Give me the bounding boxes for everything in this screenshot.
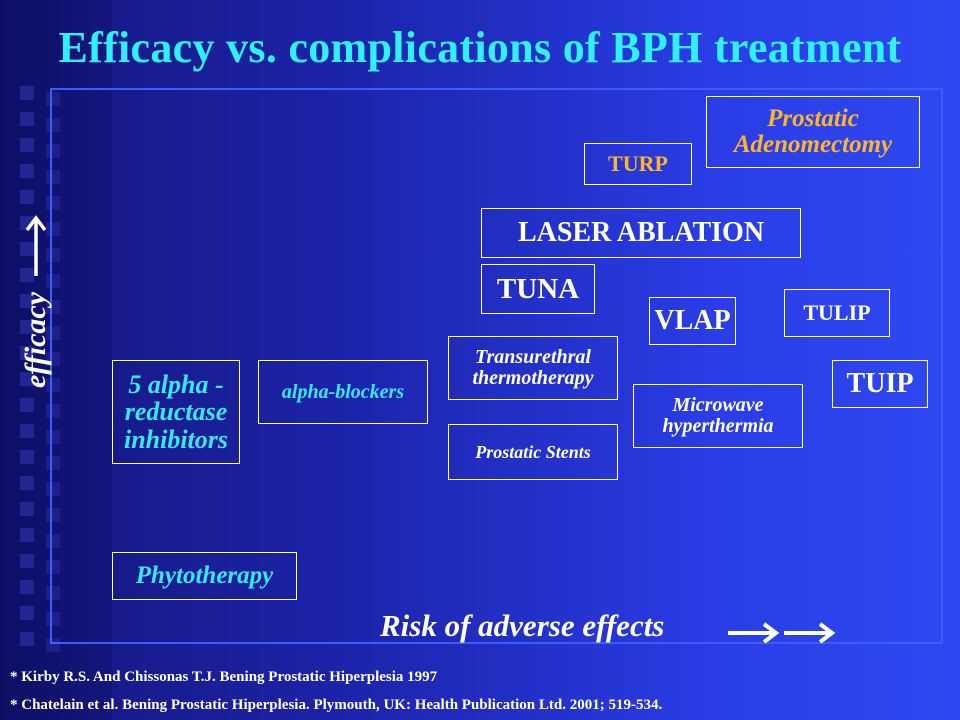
box-prostatic-stents-label: Prostatic Stents	[475, 441, 591, 462]
box-prostatic-stents: Prostatic Stents	[448, 424, 618, 480]
box-tulip: TULIP	[784, 289, 890, 337]
box-tulip-label: TULIP	[803, 300, 871, 326]
box-5-alpha-reductase-inhibitors: 5 alpha - reductase inhibitors	[112, 360, 240, 464]
box-laser-ablation-label: LASER ABLATION	[517, 217, 765, 249]
diagram-frame	[50, 88, 943, 644]
arrow-right-icon	[728, 622, 836, 644]
y-axis-label: efficacy	[19, 291, 53, 389]
box-microwave-hyperthermia: Microwave hyperthermia	[633, 384, 803, 448]
box-alpha-blockers: alpha-blockers	[258, 360, 428, 424]
box-turp: TURP	[584, 143, 692, 185]
box-tuna-label: TUNA	[496, 272, 580, 305]
box-prostatic-adenomectomy-label: Prostatic Adenomectomy	[733, 104, 893, 158]
slide-title: Efficacy vs. complications of BPH treatm…	[58, 23, 902, 72]
box-alpha-blockers-label: alpha-blockers	[281, 380, 405, 403]
arrow-up-icon	[25, 215, 47, 276]
box-vlap: VLAP	[649, 297, 736, 345]
box-tuip-label: TUIP	[846, 368, 914, 400]
box-vlap-label: VLAP	[654, 305, 731, 337]
box-5-alpha-reductase-inhibitors-label: 5 alpha - reductase inhibitors	[123, 370, 229, 454]
box-phytotherapy-label: Phytotherapy	[135, 561, 274, 589]
box-phytotherapy: Phytotherapy	[112, 552, 297, 600]
box-microwave-hyperthermia-label: Microwave hyperthermia	[662, 394, 774, 437]
decorative-left-strip	[0, 0, 112, 720]
box-transurethral-thermotherapy-label: Transurethral thermotherapy	[472, 346, 594, 389]
box-tuip: TUIP	[832, 360, 928, 408]
box-transurethral-thermotherapy: Transurethral thermotherapy	[448, 336, 618, 400]
box-laser-ablation: LASER ABLATION	[481, 208, 801, 258]
x-axis-label: Risk of adverse effects	[380, 608, 665, 643]
box-tuna: TUNA	[481, 264, 595, 314]
reference-1: * Kirby R.S. And Chissonas T.J. Bening P…	[10, 669, 438, 685]
box-turp-label: TURP	[608, 151, 668, 177]
box-prostatic-adenomectomy: Prostatic Adenomectomy	[706, 96, 920, 168]
reference-2: * Chatelain et al. Bening Prostatic Hipe…	[10, 697, 663, 713]
